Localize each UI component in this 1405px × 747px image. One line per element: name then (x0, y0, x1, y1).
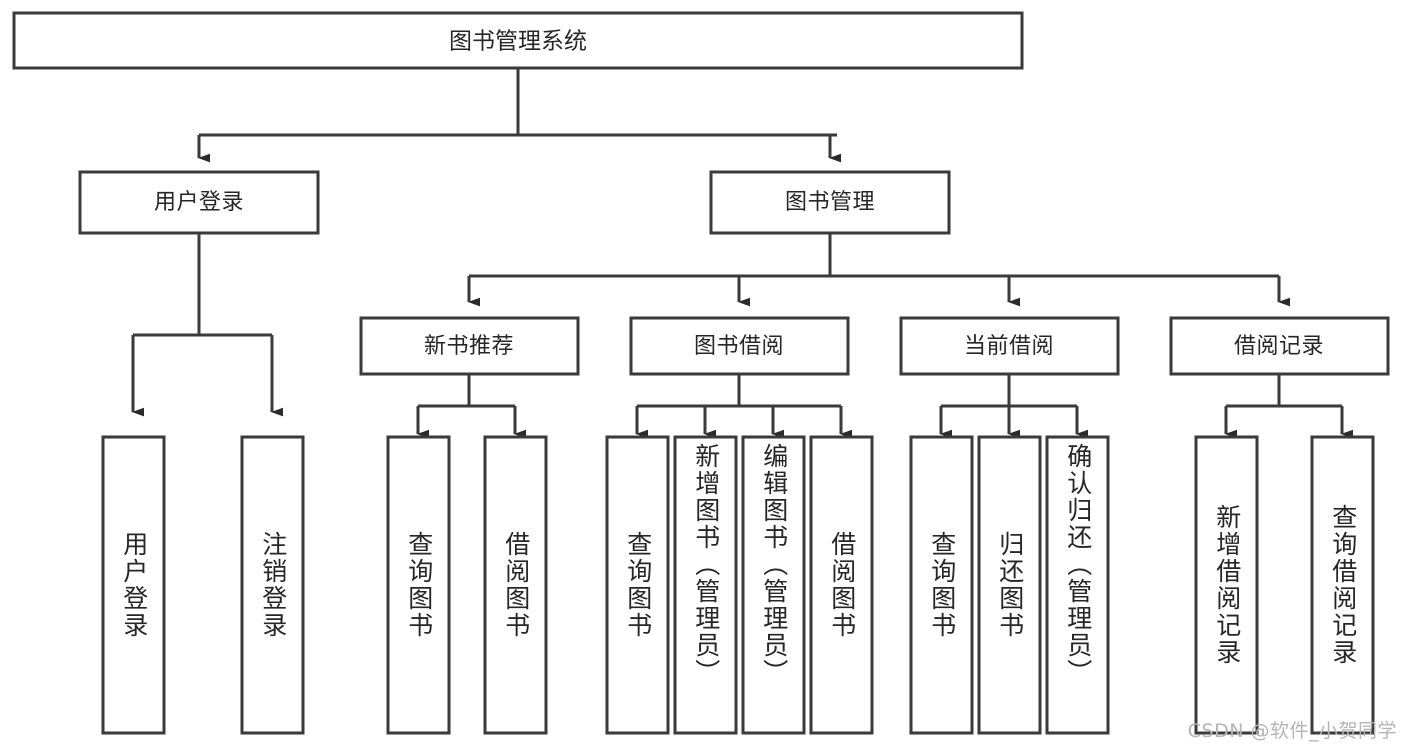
node-root-label: 图书管理系统 (449, 29, 587, 55)
node-book-manage-box[interactable] (709, 170, 951, 235)
csdn-watermark: CSDN @软件_小贺同学 (1187, 720, 1397, 742)
node-user-login-label: 用户登录 (154, 190, 244, 215)
leaf-box-add-record[interactable] (1194, 435, 1259, 735)
connector-newbook-to-leaves (416, 374, 526, 439)
leaf-box-confirm-return[interactable] (1045, 435, 1110, 735)
leaf-box-query-book-3[interactable] (909, 435, 974, 735)
leaf-box-return-book[interactable] (977, 435, 1042, 735)
leaf-box-borrow-book-2[interactable] (809, 435, 874, 735)
connector-userlogin-to-leaves (131, 233, 283, 417)
node-book-borrow-box[interactable] (629, 316, 850, 376)
leaf-box-borrow-book-1[interactable] (483, 435, 548, 735)
leaf-box-add-book[interactable] (673, 435, 738, 735)
connector-bookborrow-to-leaves (635, 374, 852, 439)
leaf-box-query-book-1[interactable] (386, 435, 451, 735)
node-new-book-rec-label: 新书推荐 (424, 334, 514, 359)
node-book-manage[interactable]: 图书管理 (709, 170, 951, 235)
node-book-borrow[interactable]: 图书借阅 (629, 316, 850, 376)
connector-bookmanage-to-level3 (467, 233, 1290, 307)
node-borrow-record-box[interactable] (1169, 316, 1390, 376)
node-book-manage-label: 图书管理 (785, 190, 875, 215)
leaf-boxes (101, 435, 1375, 735)
node-borrow-record[interactable]: 借阅记录 (1169, 316, 1390, 376)
connector-borrowrecord-to-leaves (1224, 374, 1353, 439)
leaf-box-edit-book[interactable] (741, 435, 806, 735)
connector-root-to-level2 (197, 68, 841, 163)
node-new-book-rec[interactable]: 新书推荐 (359, 316, 580, 376)
node-root-box[interactable] (12, 11, 1024, 70)
node-current-borrow-box[interactable] (899, 316, 1120, 376)
node-user-login-box[interactable] (78, 170, 320, 235)
leaf-box-logout[interactable] (240, 435, 305, 735)
node-current-borrow[interactable]: 当前借阅 (899, 316, 1120, 376)
leaf-box-query-book-2[interactable] (605, 435, 670, 735)
node-new-book-rec-box[interactable] (359, 316, 580, 376)
node-user-login[interactable]: 用户登录 (78, 170, 320, 235)
node-current-borrow-label: 当前借阅 (964, 334, 1054, 359)
leaf-box-user-login[interactable] (101, 435, 166, 735)
node-root[interactable]: 图书管理系统 (12, 11, 1024, 70)
leaf-box-query-record[interactable] (1310, 435, 1375, 735)
node-borrow-record-label: 借阅记录 (1234, 334, 1324, 359)
node-book-borrow-label: 图书借阅 (694, 334, 784, 359)
connector-currentborrow-to-leaves (939, 374, 1088, 439)
